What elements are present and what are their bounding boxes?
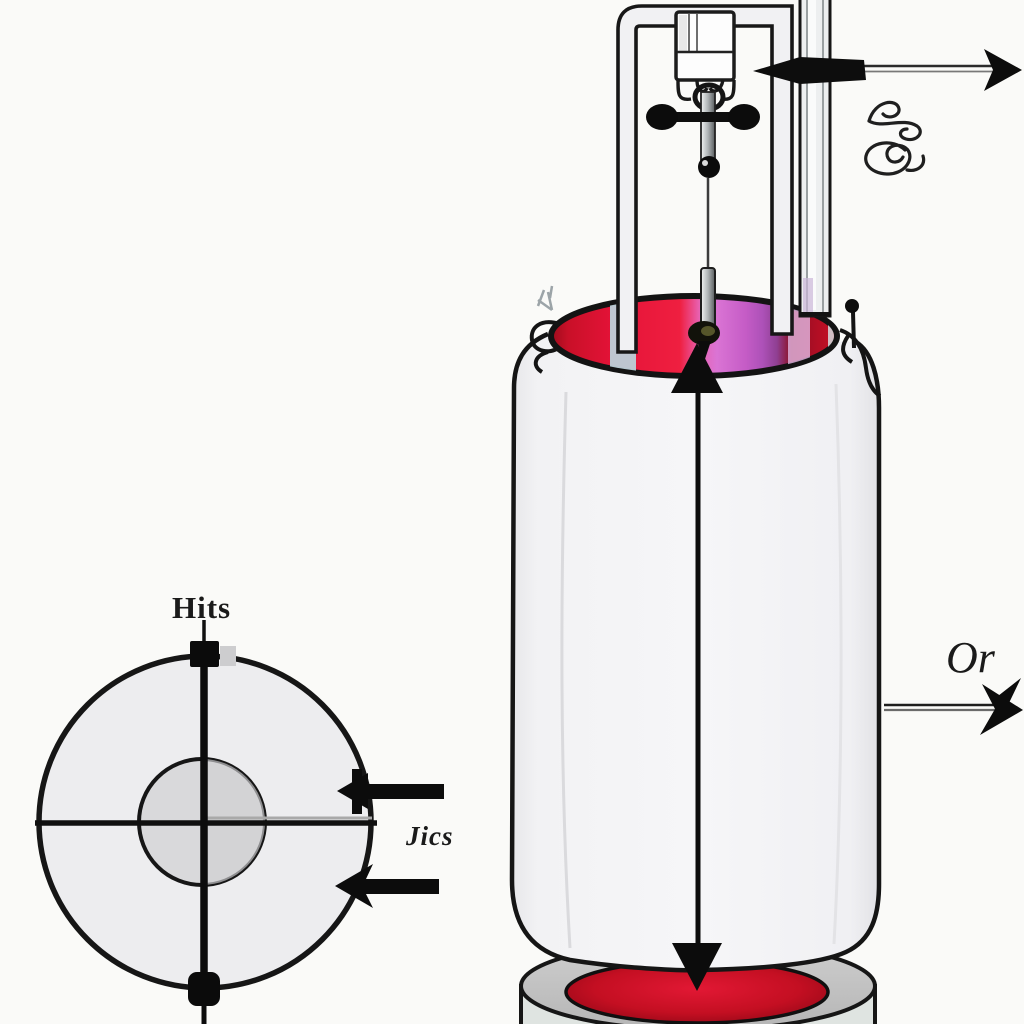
winder-box bbox=[674, 10, 736, 82]
vessel-crease-right bbox=[832, 383, 843, 945]
cross-section-view: Hits Jics bbox=[35, 590, 454, 1024]
arrow-mid-head-spike bbox=[998, 678, 1021, 703]
arrow-top-head bbox=[984, 49, 1022, 91]
label-or: Or bbox=[946, 633, 996, 682]
dimension-shaft bbox=[695, 382, 701, 952]
bob-drip bbox=[697, 341, 711, 362]
label-hits: Hits bbox=[172, 590, 231, 625]
bob-cap-center bbox=[701, 326, 715, 336]
crossbar-knob-left bbox=[646, 104, 678, 130]
vessel-crease-left bbox=[560, 391, 572, 949]
support-frame bbox=[616, 0, 832, 354]
radius-arrow-lower bbox=[335, 864, 439, 908]
spindle bbox=[700, 91, 716, 163]
node-ghost bbox=[220, 646, 236, 666]
suspension-assembly bbox=[646, 10, 760, 272]
scribble-lower-right-icon bbox=[864, 141, 926, 176]
side-tube bbox=[798, 0, 832, 318]
left-rim-clip-wire bbox=[536, 285, 554, 312]
crossbar bbox=[654, 112, 752, 122]
arrow-top-tail bbox=[753, 57, 866, 84]
crossbar-knob-right bbox=[728, 104, 760, 130]
scribble-top-right-icon bbox=[867, 100, 922, 142]
left-rim-curl bbox=[529, 320, 561, 374]
frame-u-stand bbox=[616, 4, 794, 354]
scribble-annotations bbox=[864, 100, 926, 176]
rim-details bbox=[529, 285, 882, 398]
horizontal-arrow-top bbox=[753, 49, 1022, 91]
top-node bbox=[190, 641, 219, 667]
plumb-bob bbox=[688, 267, 720, 362]
horizontal-arrow-middle: Or bbox=[884, 633, 1023, 735]
arrow-mid-head bbox=[980, 684, 1023, 735]
winder-box-shade bbox=[679, 15, 687, 51]
right-rim-pin bbox=[851, 311, 856, 349]
dimension-head-down bbox=[672, 943, 722, 991]
pulley bbox=[698, 156, 720, 178]
bob-cylinder bbox=[700, 267, 716, 331]
pulley-highlight bbox=[702, 160, 708, 166]
label-jics: Jics bbox=[405, 821, 454, 851]
dimension-head-up bbox=[671, 343, 723, 393]
height-dimension-arrow bbox=[671, 343, 723, 991]
clamp-bracket bbox=[676, 79, 736, 102]
right-rim-pin-ball bbox=[845, 299, 859, 313]
radius-arrow-upper bbox=[337, 769, 444, 814]
bottom-node bbox=[188, 972, 220, 1006]
